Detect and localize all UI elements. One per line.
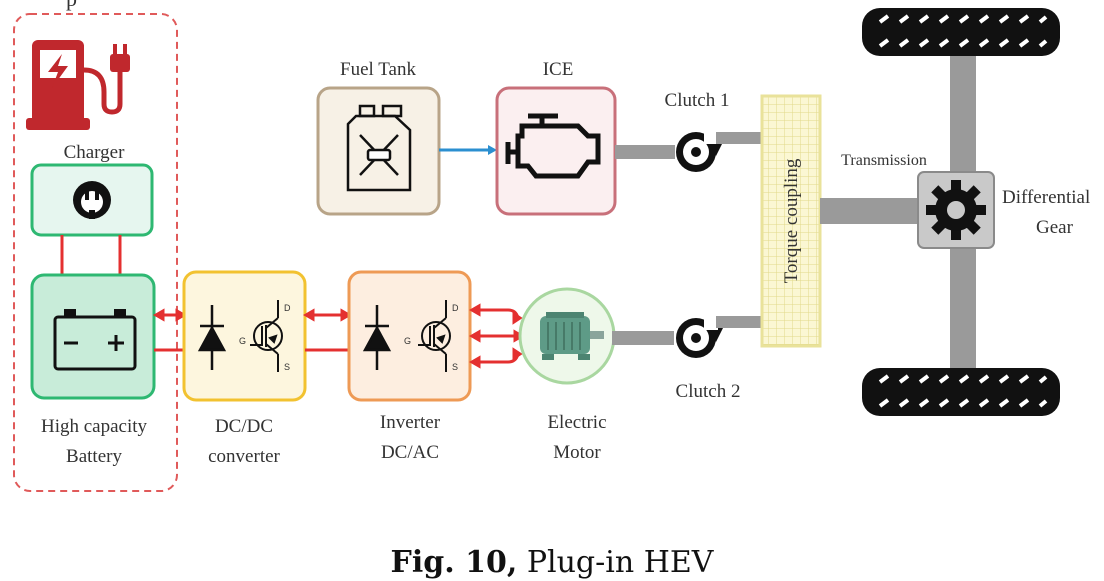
- transmission-label: Transmission: [841, 152, 927, 169]
- inverter-pin-g: G: [404, 336, 411, 346]
- motor-label-line2: Motor: [553, 442, 601, 463]
- figure-number: Fig. 10,: [390, 545, 518, 580]
- dcdc-box: [182, 270, 307, 402]
- fuel-line: [439, 145, 497, 155]
- inverter-pin-d: D: [452, 303, 459, 313]
- inverter-motor-wires: [468, 303, 526, 369]
- dcdc-label-line2: converter: [208, 446, 280, 467]
- dcdc-mosfet-icon: [250, 300, 283, 372]
- jerrycan-icon: [346, 104, 412, 192]
- differential-label-line1: Differential: [1002, 187, 1090, 208]
- clutch1-label: Clutch 1: [665, 90, 730, 111]
- clutch2-label: Clutch 2: [676, 381, 741, 402]
- bottom-wheel-icon: [862, 368, 1060, 416]
- inverter-diode-icon: [362, 305, 392, 370]
- clutch2-torque-shaft: [716, 316, 762, 328]
- battery-icon: [53, 309, 137, 371]
- dcdc-label-line1: DC/DC: [215, 416, 273, 437]
- transmission-shaft: [820, 198, 922, 224]
- inverter-mosfet-icon: [418, 300, 451, 372]
- ice-clutch-shaft: [615, 145, 675, 159]
- plug-in-region: [13, 13, 178, 492]
- fuel-pump-icon: [26, 40, 130, 130]
- gear-icon: [926, 180, 986, 240]
- inverter-label-line1: Inverter: [380, 412, 441, 433]
- clutch2-icon: [676, 318, 724, 358]
- top-partial-label: p: [66, 0, 77, 11]
- battery-label-line2: Battery: [66, 446, 122, 467]
- inverter-label-line2: DC/AC: [381, 442, 439, 463]
- motor-clutch-shaft: [612, 331, 674, 345]
- dcdc-diode-icon: [197, 305, 227, 370]
- top-wheel-icon: [862, 8, 1060, 56]
- motor-icon: [540, 312, 604, 360]
- clutch1-torque-shaft: [716, 132, 762, 144]
- plug-icon: [73, 181, 111, 219]
- inverter-pin-s: S: [452, 362, 458, 372]
- fuel-tank-label: Fuel Tank: [340, 59, 416, 80]
- differential-label-line2: Gear: [1036, 217, 1074, 238]
- engine-icon: [505, 113, 601, 179]
- dcdc-pin-g: G: [239, 336, 246, 346]
- battery-box: [30, 273, 156, 400]
- dcdc-pin-d: D: [284, 303, 291, 313]
- motor-label-line1: Electric: [547, 412, 606, 433]
- ice-label: ICE: [543, 59, 574, 80]
- figure-title: Plug-in HEV: [517, 545, 714, 580]
- battery-dcdc-wires: [152, 308, 188, 352]
- dcdc-pin-s: S: [284, 362, 290, 372]
- torque-coupling-label: Torque coupling: [781, 158, 802, 283]
- battery-label-line1: High capacity: [41, 416, 148, 437]
- figure-caption: Fig. 10, Plug-in HEV: [0, 545, 1104, 580]
- charger-label: Charger: [64, 142, 126, 163]
- dcdc-inverter-wires: [302, 308, 353, 352]
